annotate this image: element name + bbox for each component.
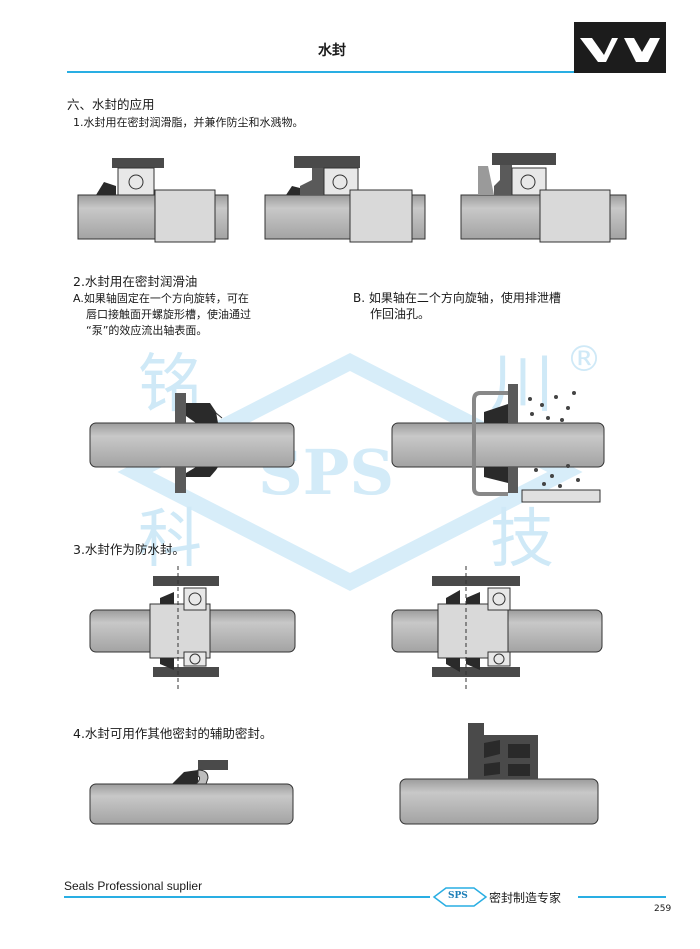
item-3-heading: 3.水封作为防水封。 (73, 542, 185, 557)
item-2b-line1: B. 如果轴在二个方向旋轴，使用排泄槽 (353, 291, 561, 305)
diagram-waterproof-a (89, 566, 296, 690)
watermark-char-3: 科 (138, 503, 202, 577)
diagram-oil-seal-b (391, 384, 605, 503)
watermark-registered: ® (566, 339, 602, 380)
header-rule (67, 71, 574, 73)
footer-left-text: Seals Professional suplier (64, 879, 203, 893)
diagram-waterproof-b (391, 566, 603, 690)
section-heading: 六、水封的应用 (67, 97, 155, 112)
brand-logo-block (574, 22, 666, 73)
item-4-heading: 4.水封可用作其他密封的辅助密封。 (73, 726, 273, 741)
page-number: 259 (654, 904, 672, 914)
watermark-char-4: 技 (490, 503, 554, 577)
diagram-grease-seal-3 (460, 153, 627, 243)
item-1-text: 1.水封用在密封润滑脂，并兼作防尘和水溅物。 (73, 116, 304, 129)
item-2-heading: 2.水封用在密封润滑油 (73, 274, 198, 289)
item-2a-line3: “泵”的效应流出轴表面。 (86, 324, 208, 337)
item-2a-line2: 唇口接触面开螺旋形槽，使油通过 (86, 308, 251, 321)
header-title: 水封 (318, 43, 346, 59)
footer-logo-text: SPS (448, 891, 468, 901)
diagram-auxiliary-b (399, 723, 599, 825)
item-2a-line1: A.如果轴固定在一个方向旋转，可在 (73, 292, 249, 305)
vv-logo-icon (580, 38, 660, 62)
diagram-oil-seal-a (89, 393, 295, 493)
item-2b-line2: 作回油孔。 (370, 307, 431, 321)
diagram-grease-seal-2 (264, 156, 426, 243)
footer-right-text: 密封制造专家 (489, 891, 562, 905)
diagram-grease-seal-1 (77, 158, 229, 243)
diagram-auxiliary-a (89, 760, 294, 825)
footer-sps-logo-icon (432, 887, 488, 907)
